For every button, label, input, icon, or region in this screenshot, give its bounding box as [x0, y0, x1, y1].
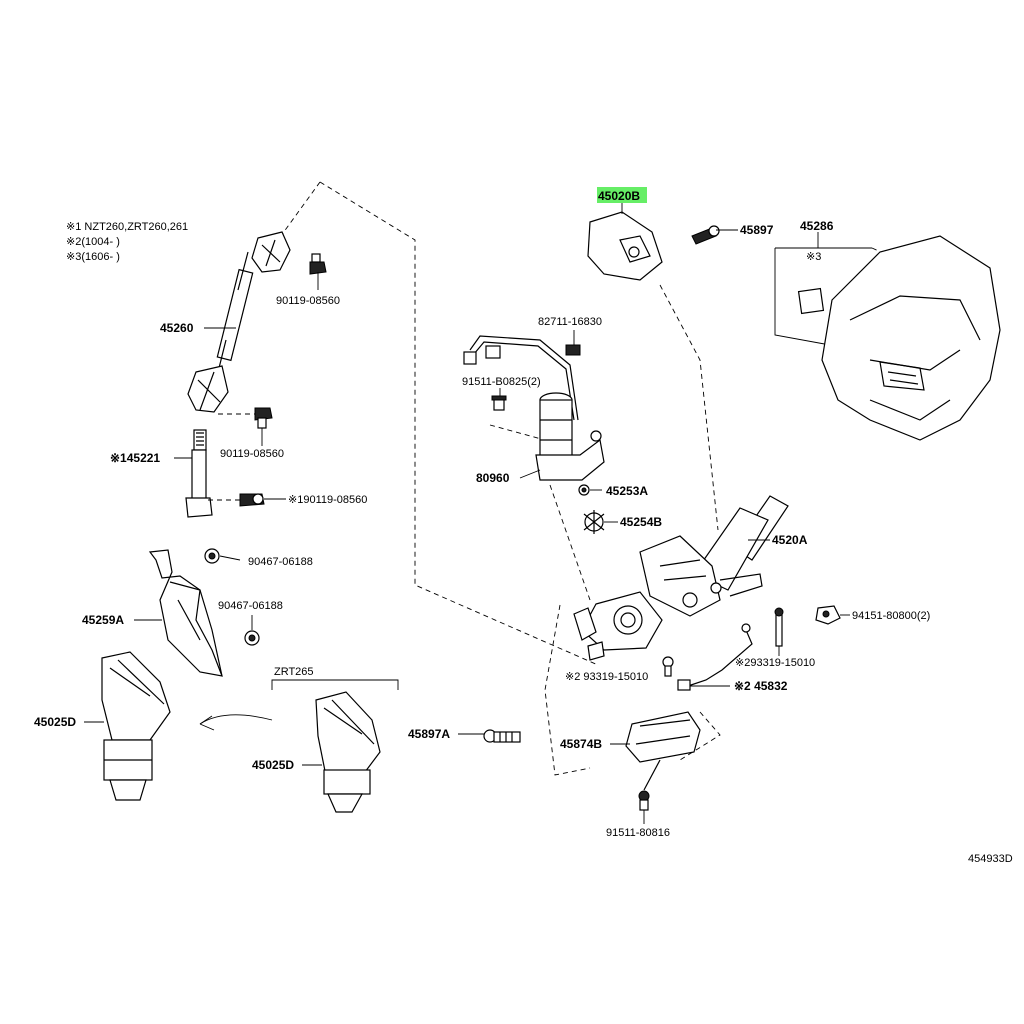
label-45832: ※2 45832: [734, 679, 788, 693]
steering-column-4520A: [573, 495, 789, 661]
cover-45286: [797, 235, 1001, 441]
label-45874B: 45874B: [560, 737, 602, 751]
intermediate-shaft-45260: [187, 231, 291, 413]
bolt-90119-middle: [254, 407, 273, 429]
bolt-82711: [565, 344, 581, 356]
label-80960: 80960: [476, 471, 510, 485]
screw-91511-80816: [638, 759, 661, 811]
note-2: ※2(1004- ): [66, 236, 120, 248]
label-45897A: 45897A: [408, 727, 450, 741]
label-90119-upper: 90119-08560: [276, 295, 340, 307]
label-4520A: 4520A: [772, 533, 808, 547]
dashed-link-45020B: [659, 284, 719, 531]
bolt-45897A: [483, 729, 521, 743]
label-45025D-left: 45025D: [34, 715, 76, 729]
dashed-boundary-left: [319, 181, 599, 666]
cover-45874B: [625, 711, 701, 763]
note-3: ※3(1606- ): [66, 251, 120, 263]
dashed-boundary-bottom-right: [679, 711, 721, 761]
nut-45253A: [578, 484, 590, 496]
highlight-45020B: [597, 187, 647, 203]
leader-90467-upper: [219, 555, 241, 561]
label-45286-note: ※3: [806, 251, 821, 263]
clip-90467-lower: [244, 630, 260, 646]
column-cover-45259A: [148, 549, 223, 677]
label-91511-80816: 91511-80816: [606, 827, 670, 839]
label-93319-right: ※293319-15010: [735, 657, 815, 669]
label-45286: 45286: [800, 219, 834, 233]
label-190119: ※190119-08560: [288, 494, 367, 506]
label-91511-B0825: 91511-B0825(2): [462, 376, 541, 388]
boot-45025D-left: [101, 651, 171, 801]
dashed-boundary-top: [277, 181, 321, 241]
leader-80960: [519, 469, 541, 479]
dashed-link-91511: [489, 424, 546, 441]
label-ZRT265: ZRT265: [274, 666, 314, 678]
label-82711: 82711-16830: [538, 316, 602, 328]
boot-45025D-right: [315, 691, 381, 813]
bolt-91511-B0825: [491, 395, 507, 411]
label-45260: 45260: [160, 321, 194, 335]
bracket-45286: [774, 248, 831, 346]
bolt-90119-upper: [309, 253, 327, 275]
label-45259A: 45259A: [82, 613, 124, 627]
label-45020B: 45020B: [598, 189, 640, 203]
label-94151: 94151-80800(2): [852, 610, 930, 622]
label-45025D-right: 45025D: [252, 758, 294, 772]
bolt-93319-right: [774, 607, 784, 647]
label-45897: 45897: [740, 223, 774, 237]
nut-94151: [815, 605, 841, 625]
label-145221: ※145221: [110, 451, 160, 465]
bolt-90119-lower: [239, 493, 265, 507]
dashed-boundary-bottom-left: [544, 604, 591, 776]
figure-code: 454933D: [968, 853, 1013, 865]
label-45253A: 45253A: [606, 484, 648, 498]
label-90467-upper: 90467-06188: [248, 556, 313, 568]
sensor-45832: [677, 623, 753, 691]
label-93319-left: ※2 93319-15010: [565, 671, 648, 683]
clip-90467-upper: [204, 548, 220, 564]
bolt-93319-left: [662, 656, 674, 677]
arrow-shaft: [199, 714, 273, 725]
label-90467-lower: 90467-06188: [218, 600, 283, 612]
steering-shaft-45221: [185, 429, 213, 518]
label-90119-middle: 90119-08560: [220, 448, 284, 460]
label-45254B: 45254B: [620, 515, 662, 529]
switch-45020B: [587, 211, 663, 281]
note-1: ※1 NZT260,ZRT260,261: [66, 221, 188, 233]
screw-45897: [691, 225, 720, 245]
gear-45254B: [583, 510, 605, 534]
motor-unit-80960: [463, 335, 605, 481]
bracket-ZRT265: [271, 679, 399, 690]
dashed-link-80960: [549, 484, 591, 601]
arrow-head: [199, 715, 215, 731]
